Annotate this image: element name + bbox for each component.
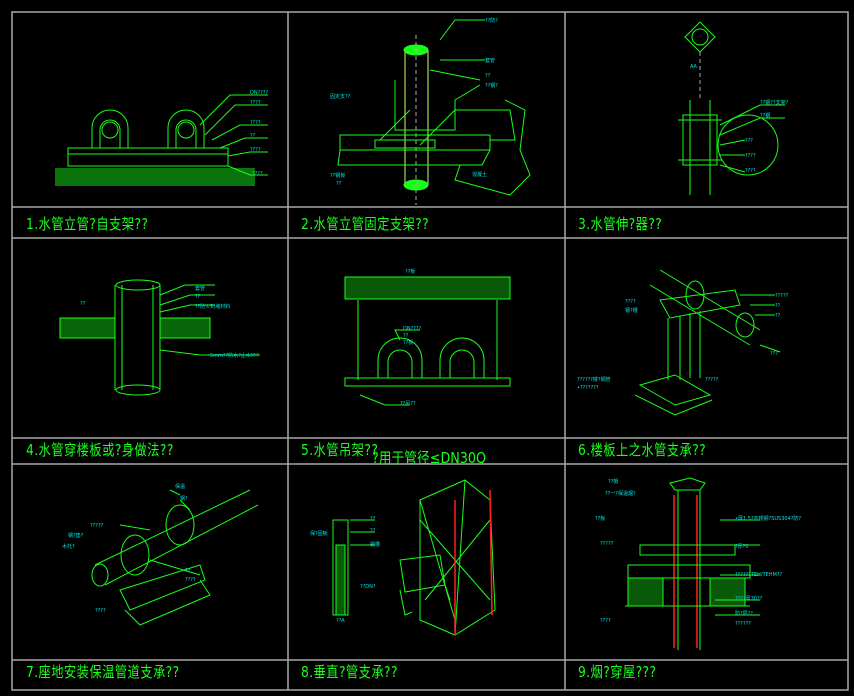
svg-text:????: ???? [95,608,106,614]
svg-text:??: ?? [185,568,191,574]
svg-text:??: ?? [485,73,491,79]
caption-detail-1: 1.水管立管?自支架?? [26,215,149,233]
caption-note-5: ?用于管径≤DN30Q [372,449,487,467]
svg-text:??帽: ??帽 [608,478,618,485]
svg-text:??钢板: ??钢板 [330,172,345,179]
svg-text:•???????: •??????? [577,385,599,391]
svg-text:钢槽: 钢槽 [370,541,380,548]
svg-text:????: ???? [745,168,756,174]
svg-text:•厚1.5?不锈钢?SUS304?防?: •厚1.5?不锈钢?SUS304?防? [735,515,801,522]
svg-text:??: ?? [775,313,781,319]
detail-3-expansion-joint: ??钢??支架? ??钢??????????? AA [678,21,789,195]
svg-text:钢?垫?: 钢?垫? [68,532,84,539]
caption-detail-5: 5.水管吊架?? [301,441,379,459]
svg-text:?????: ????? [600,541,614,547]
svg-text:钢?槽: 钢?槽 [625,307,638,314]
svg-text:??DN?: ??DN? [360,584,376,590]
detail-1-riser-support: DN?????????????????????? [55,90,269,186]
svg-text:?????: ????? [705,377,719,383]
caption-detail-3: 3.水管伸?器?? [578,215,663,233]
svg-text:??: ?? [775,303,781,309]
svg-text:??防?: ??防? [485,17,498,24]
detail-8-vertical-pipe-support: ???? 钢槽 保?固板 ??DN? ??A [310,479,496,636]
svg-text:??: ?? [80,301,86,307]
svg-text:???: ??? [770,351,778,357]
svg-text:????: ???? [252,171,263,177]
svg-text:????厚30??: ????厚30?? [735,596,763,602]
svg-text:木托?: 木托? [62,543,75,550]
svg-text:??板: ??板 [595,515,605,522]
svg-text:混凝土: 混凝土 [472,171,487,178]
svg-text:????: ???? [745,153,756,159]
detail-6-slab-support: ???????????????? 钢?槽 ??????楼?钢管 •??????????… [577,269,789,416]
svg-text:钢?: 钢? [180,495,188,502]
svg-text:??A: ??A [336,618,345,624]
svg-text:????: ???? [625,299,636,305]
svg-text:??板: ??板 [405,268,415,275]
svg-text:???: ??? [745,138,753,144]
svg-text:保温: 保温 [175,483,185,490]
svg-text:?厚?0: ?厚?0 [735,544,749,550]
detail-5-hanger: ??板DN????????板??吊?? [344,268,511,407]
caption-detail-7: 7.座地安装保温管道支承?? [26,663,180,681]
svg-text:固定支??: 固定支?? [330,93,351,100]
caption-detail-8: 8.垂直?管支承?? [301,663,398,681]
svg-text:????: ???? [600,618,611,624]
svg-text:保?固板: 保?固板 [310,530,328,537]
svg-text:5mm??防水?止水环?: 5mm??防水?止水环? [210,352,259,359]
svg-text:DN????: DN???? [250,90,269,96]
caption-detail-9: 9.烟?穿屋??? [578,663,657,681]
svg-text:??吊??: ??吊?? [400,401,416,407]
svg-text:??: ?? [195,294,201,300]
svg-text:??防火封堵材料: ??防火封堵材料 [195,303,230,310]
svg-text:??: ?? [370,516,376,522]
caption-detail-6: 6.楼板上之水管支承?? [578,441,707,459]
svg-text:防?层??: 防?层?? [735,610,753,617]
svg-text:????: ???? [250,147,261,153]
detail-7-insulated-pipe-support: 保温钢?????? 钢?垫? 木托??????????? [62,483,259,626]
detail-9-flue-through-roof: ??帽 ??一?保温烟? ??板????? •厚1.5?不锈钢?SUS304?防? ?厚… [595,477,801,650]
svg-text:套管: 套管 [195,285,205,292]
svg-text:??钢?: ??钢? [485,82,498,89]
detail-4-pipe-through-slab: 套管?? ??防火封堵材料 5mm??防水?止水环??? [59,279,260,396]
svg-text:??: ?? [370,528,376,534]
svg-text:??????TEH/TEHM??: ??????TEH/TEHM?? [735,572,783,578]
caption-detail-2: 2.水管立管固定支架?? [301,215,430,233]
svg-text:?????: ????? [775,293,789,299]
svg-text:??????: ?????? [735,621,751,627]
caption-detail-4: 4.水管穿楼板或?身做法?? [26,441,174,459]
svg-text:??板: ??板 [403,339,413,346]
detail-2-riser-fixed-support: ??防? 套管?? ??钢? 固定支?? ??钢板?? 混凝土 [330,17,531,205]
svg-text:DN????: DN???? [403,326,422,332]
svg-text:??: ?? [336,181,342,187]
svg-text:套管: 套管 [485,57,495,64]
svg-text:??: ?? [250,133,256,139]
svg-text:??钢??支架?: ??钢??支架? [760,99,789,106]
svg-text:????: ???? [250,120,261,126]
svg-text:????: ???? [250,100,261,106]
svg-text:??钢: ??钢 [760,112,770,119]
svg-text:????: ???? [185,577,196,583]
svg-text:??一?保温烟?: ??一?保温烟? [605,490,636,497]
sheet-grid [11,11,849,691]
svg-text:?????: ????? [90,523,104,529]
svg-text:AA: AA [690,64,698,70]
svg-text:??????楼?钢管: ??????楼?钢管 [577,376,611,383]
svg-text:??: ?? [403,333,409,339]
